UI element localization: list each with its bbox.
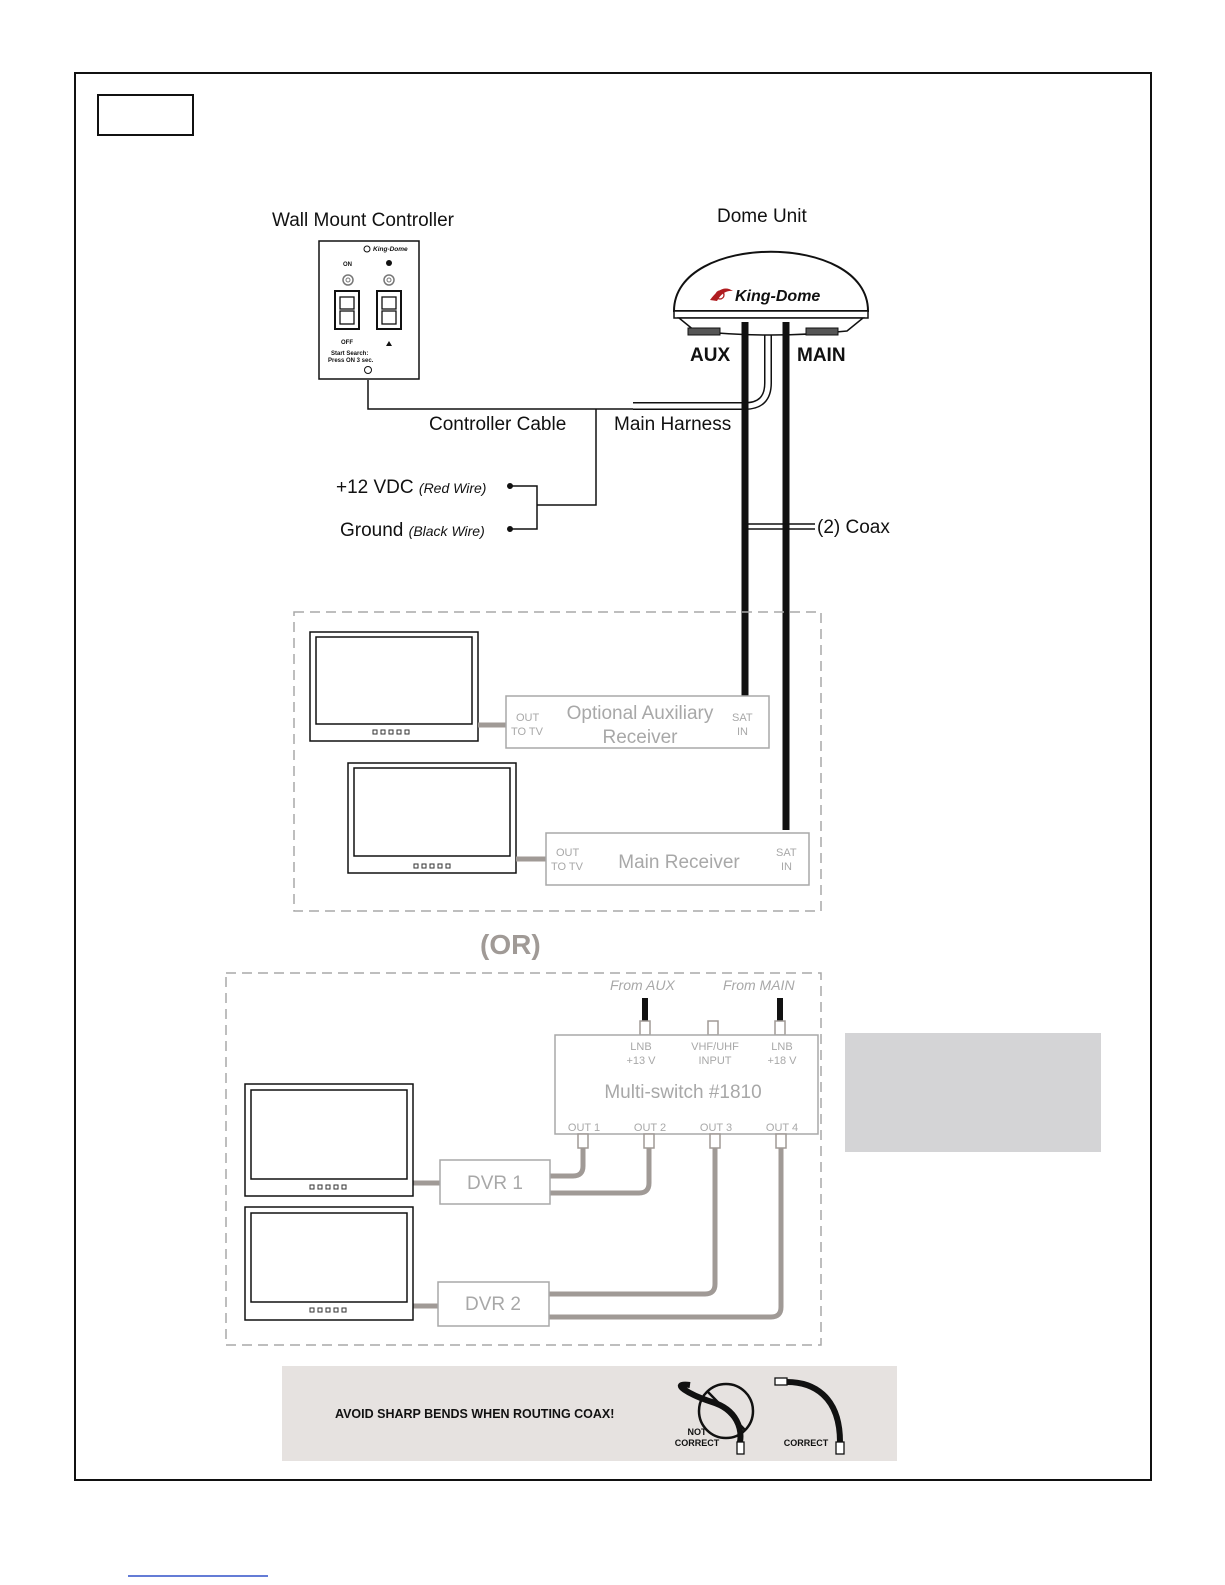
coax-label: (2) Coax [817, 517, 890, 538]
aux-receiver-out-line2: TO TV [511, 726, 544, 738]
main-receiver-out-line1: OUT [556, 847, 580, 859]
from-aux-label: From AUX [610, 977, 675, 993]
coax-notice-text: AVOID SHARP BENDS WHEN ROUTING COAX! [335, 1407, 614, 1421]
main-receiver-sat-line2: IN [781, 861, 792, 873]
out3-label: OUT 3 [700, 1122, 732, 1134]
not-correct-line2: CORRECT [675, 1438, 720, 1448]
dome-brand: King-Dome [735, 288, 820, 305]
tv-3 [244, 1083, 414, 1197]
or-label: (OR) [480, 929, 541, 960]
out2-label: OUT 2 [634, 1122, 666, 1134]
controller-speaker-right-icon [383, 274, 395, 286]
out4-connector [775, 1133, 787, 1149]
note-box [845, 1033, 1101, 1152]
correct-label: CORRECT [784, 1438, 829, 1448]
vhf-line2: INPUT [699, 1055, 732, 1067]
controller-logo-icon [363, 245, 371, 253]
not-correct-line1: NOT [688, 1427, 708, 1437]
tv-4 [244, 1206, 414, 1321]
ground-label: Ground (Black Wire) [340, 520, 485, 541]
controller-off-label: OFF [341, 340, 353, 346]
controller-speaker-left-icon [342, 274, 354, 286]
controller-on-label: ON [343, 262, 352, 268]
out4-cable [549, 1148, 784, 1320]
multiswitch [554, 1034, 819, 1135]
page-frame [74, 72, 1152, 1481]
multiswitch-title: Multi-switch #1810 [604, 1082, 761, 1103]
power-lead [537, 409, 597, 506]
controller-cable-label: Controller Cable [429, 414, 566, 435]
controller-screw-icon [364, 366, 372, 374]
main-receiver [545, 832, 810, 886]
option-multiswitch-group [225, 972, 822, 1346]
main-label: MAIN [797, 345, 846, 366]
aux-receiver-title-line2: Receiver [603, 727, 679, 748]
wall-mount-controller-label: Wall Mount Controller [272, 210, 455, 231]
lnb-b-connector [774, 1020, 786, 1036]
aux-receiver-out-line1: OUT [516, 712, 540, 724]
out3-connector [709, 1133, 721, 1149]
power-fork [511, 485, 538, 530]
controller-hint-line1: Start Search: [331, 351, 368, 357]
controller-up-arrow-icon [386, 341, 392, 346]
controller-search-switch[interactable] [376, 290, 402, 330]
aux-label: AUX [690, 345, 730, 366]
main-harness-label: Main Harness [614, 414, 731, 435]
ground-terminal-icon [507, 526, 513, 532]
out4-label: OUT 4 [766, 1122, 798, 1134]
dome-unit: King-Dome [672, 250, 870, 336]
out2-cable [550, 1148, 652, 1196]
main-receiver-title: Main Receiver [618, 852, 740, 873]
dvr1-label: DVR 1 [467, 1173, 523, 1194]
tv-aux [309, 631, 479, 742]
controller-cable [367, 380, 633, 410]
tv-main [347, 762, 517, 874]
dvr1-box [439, 1159, 551, 1205]
aux-receiver-title-line1: Optional Auxiliary [567, 703, 714, 724]
vhf-connector [707, 1020, 719, 1036]
vhf-line1: VHF/UHF [691, 1041, 739, 1053]
wall-mount-controller: King-Dome ON OFF Start Search: Press ON … [318, 240, 420, 380]
option-receivers-group [293, 611, 822, 912]
lnb-a-connector [639, 1020, 651, 1036]
figure-tag-box [97, 94, 194, 136]
main-receiver-sat-line1: SAT [776, 847, 797, 859]
out1-label: OUT 1 [568, 1122, 600, 1134]
lnb-b-line1: LNB [771, 1041, 792, 1053]
correct-coax-icon [774, 1377, 845, 1455]
lnb-b-line2: +18 V [767, 1055, 797, 1067]
aux-receiver-sat-line1: SAT [732, 712, 753, 724]
aux-receiver [505, 695, 770, 749]
out1-cable [550, 1148, 586, 1179]
lnb-a-line1: LNB [630, 1041, 651, 1053]
not-correct-coax-icon [678, 1381, 755, 1455]
lnb-a-line2: +13 V [626, 1055, 656, 1067]
controller-brand: King-Dome [373, 246, 408, 253]
out3-cable [549, 1148, 718, 1297]
dvr2-box [437, 1281, 550, 1327]
vdc-label: +12 VDC (Red Wire) [336, 477, 486, 498]
from-main-label: From MAIN [723, 977, 795, 993]
dome-logo-icon [710, 288, 733, 301]
coax-pointer [745, 523, 815, 530]
controller-led-icon [386, 260, 392, 266]
vdc-terminal-icon [507, 483, 513, 489]
dome-unit-label: Dome Unit [717, 206, 807, 227]
out2-connector [643, 1133, 655, 1149]
aux-receiver-sat-line2: IN [737, 726, 748, 738]
main-receiver-out-line2: TO TV [551, 861, 584, 873]
dvr2-label: DVR 2 [465, 1294, 521, 1315]
controller-hint-line2: Press ON 3 sec. [328, 358, 374, 364]
out1-connector [577, 1133, 589, 1149]
